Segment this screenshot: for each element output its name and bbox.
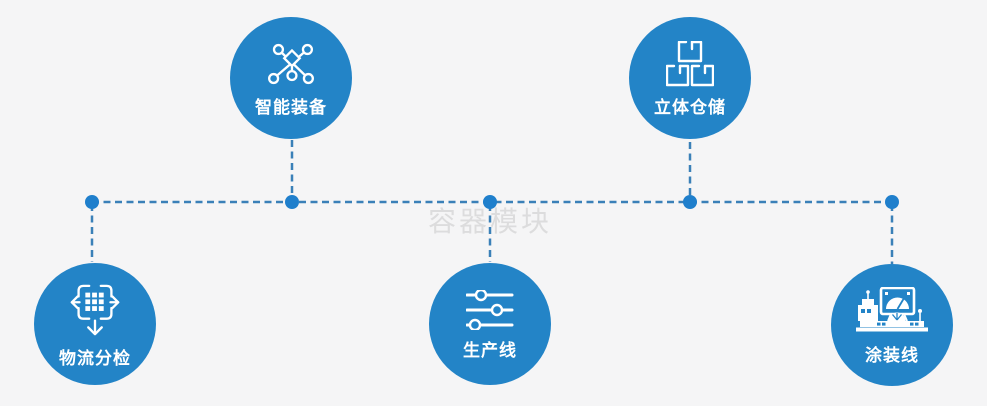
junction-dot: [85, 195, 99, 209]
network-nodes-icon: [268, 43, 314, 84]
junction-dot: [885, 195, 899, 209]
junction-dot: [683, 195, 697, 209]
node-production-line[interactable]: 生产线: [429, 263, 551, 385]
node-coating-line[interactable]: 涂装线: [831, 264, 953, 386]
node-label: 智能装备: [255, 97, 327, 117]
sorting-grid-arrows-icon: [70, 284, 120, 335]
sliders-icon: [466, 289, 514, 330]
node-smart-equipment[interactable]: 智能装备: [230, 17, 352, 139]
node-label: 涂装线: [865, 345, 919, 365]
node-logistics-sorting[interactable]: 物流分检: [34, 263, 156, 385]
node-stereoscopic-warehouse[interactable]: 立体仓储: [629, 17, 751, 139]
junction-dot: [285, 195, 299, 209]
junction-dot: [483, 195, 497, 209]
node-label: 生产线: [463, 340, 517, 360]
control-console-icon: [856, 286, 928, 331]
watermark: 容器模块: [427, 206, 553, 237]
stacked-boxes-icon: [666, 40, 714, 86]
node-label: 物流分检: [59, 348, 131, 368]
node-label: 立体仓储: [654, 97, 726, 117]
